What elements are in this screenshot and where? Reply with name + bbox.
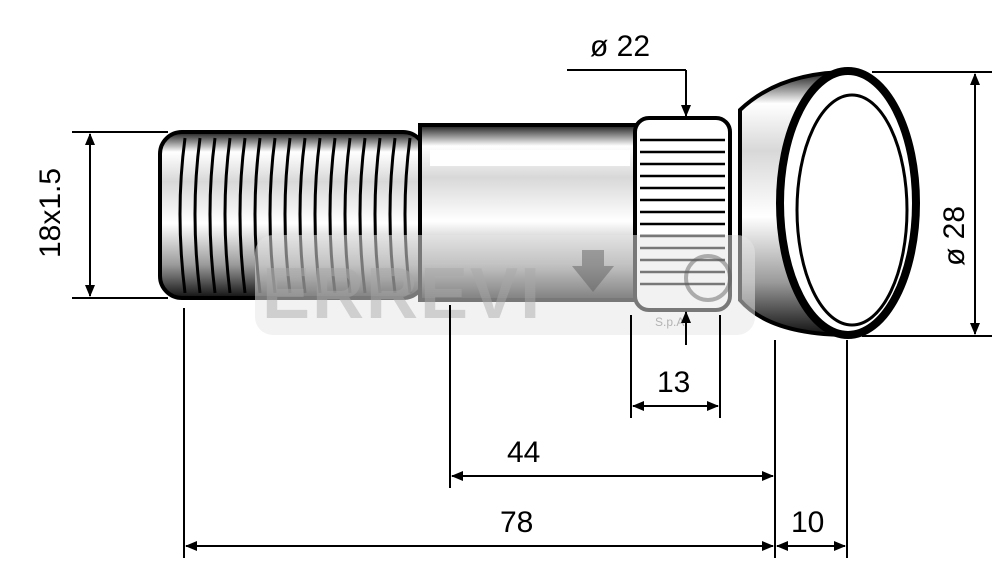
dim-shank-length-label: 44	[507, 436, 540, 469]
dim-knurl-length-label: 13	[657, 366, 690, 399]
dim-total-length-label: 78	[500, 506, 533, 539]
watermark-logo-mark	[684, 254, 732, 302]
dim-total-length: 78	[185, 506, 774, 551]
extension-lines	[183, 305, 848, 558]
watermark-banner	[255, 235, 755, 335]
watermark-brand: ERREVI	[262, 254, 542, 334]
dim-head-length-label: 10	[791, 506, 824, 539]
shank-highlight	[430, 150, 630, 166]
dim-thread-label: 18x1.5	[34, 168, 67, 258]
watermark-suffix: S.p.A.	[655, 315, 688, 329]
down-arrow-icon	[572, 250, 614, 292]
dim-head-diameter-label: ø 28	[938, 206, 971, 266]
dim-thread: 18x1.5	[34, 131, 168, 299]
head-face-inner	[795, 93, 909, 327]
dim-knurl-diameter: ø 22	[567, 30, 691, 345]
dim-knurl-diameter-label: ø 22	[590, 30, 650, 63]
dim-head-diameter: ø 28	[862, 71, 992, 337]
dim-head-length: 10	[776, 506, 846, 551]
dim-knurl-length: 13	[632, 366, 719, 411]
dim-shank-length: 44	[451, 436, 774, 481]
watermark: ERREVI S.p.A.	[255, 235, 755, 335]
